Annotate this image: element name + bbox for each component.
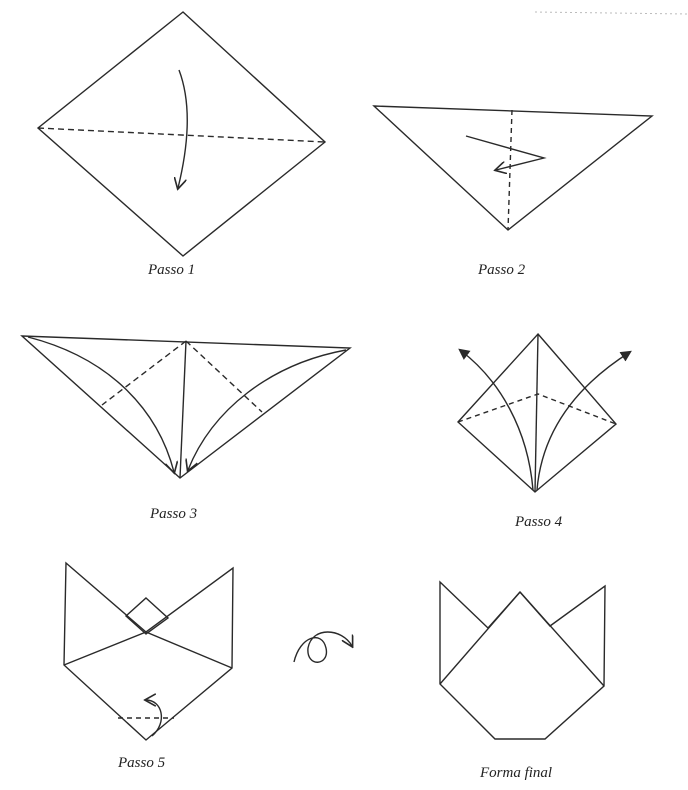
step-2-figure — [374, 106, 652, 230]
step-1-fold-line — [38, 128, 325, 142]
step-3-figure — [22, 336, 350, 478]
final-form-outline — [440, 582, 605, 739]
step-2-label: Passo 2 — [478, 262, 525, 279]
step-1-square — [38, 12, 325, 256]
step-5-base-line-left — [64, 632, 146, 665]
unfold-arrow-icon — [537, 352, 630, 490]
step-3-fold-line-left — [102, 341, 186, 405]
step-5-center-flap — [126, 598, 168, 634]
step-2-fold-line — [508, 110, 512, 230]
step-1-label: Passo 1 — [148, 262, 195, 279]
final-form-ear-line-right — [520, 592, 604, 686]
fold-arrow-icon — [178, 70, 187, 188]
step-5-base-line-right — [146, 632, 232, 668]
step-5-label: Passo 5 — [118, 755, 165, 772]
fold-arrow-icon — [466, 136, 544, 170]
final-form-ear-line-left — [440, 592, 520, 684]
final-form-label: Forma final — [480, 765, 552, 782]
step-2-triangle — [374, 106, 652, 230]
step-4-figure — [458, 334, 630, 492]
page-edge-dots — [535, 12, 688, 14]
final-form-figure — [440, 582, 605, 739]
step-4-center-line — [535, 334, 538, 492]
step-3-label: Passo 3 — [150, 506, 197, 523]
step-5-outline — [64, 563, 233, 740]
flip-over-icon — [294, 632, 352, 662]
step-5-figure — [64, 563, 233, 740]
step-1-figure — [38, 12, 325, 256]
step-3-triangle — [22, 336, 350, 478]
fold-arrow-icon — [28, 337, 174, 472]
step-4-label: Passo 4 — [515, 514, 562, 531]
fold-arrow-icon — [188, 350, 346, 470]
step-3-fold-line-right — [186, 341, 262, 412]
step-3-center-line — [180, 341, 186, 478]
unfold-arrow-icon — [460, 350, 533, 490]
